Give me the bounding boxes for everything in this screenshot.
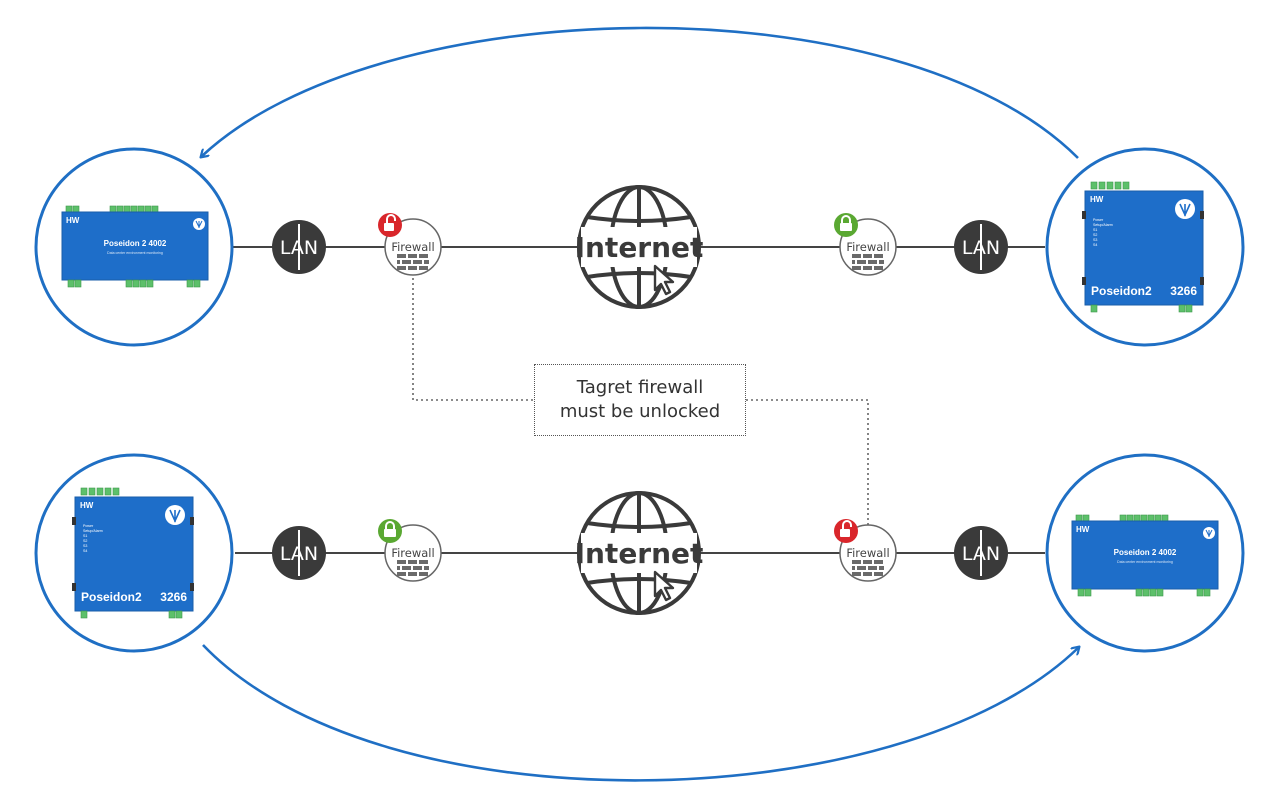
lock-unlocked-icon [377,518,403,544]
svg-text:S2: S2 [83,539,87,543]
firewall-row1-right: Firewall [833,212,897,276]
svg-text:S1: S1 [1093,228,1097,232]
note-line-1: Tagret firewall [576,377,704,398]
poseidon-3266-device: HW Power Setup/Alarm S1 S2 S3 S4 Poseido… [72,487,194,619]
device-circle-top-left: HW Poseidon 2 4002 Data center environme… [34,147,234,347]
poseidon-3266-device: HW Power Setup/Alarm S1 S2 S3 S4 Poseido… [1082,181,1204,313]
poseidon-4002-device: HW Poseidon 2 4002 Data center environme… [61,205,209,288]
svg-text:S4: S4 [83,549,87,553]
lock-locked-icon [833,518,859,544]
svg-text:Power: Power [83,524,94,528]
firewall-label: Firewall [846,240,889,254]
brand-logo: HW [66,216,80,225]
device-title: Poseidon 2 4002 [104,239,167,248]
svg-text:Setup/Alarm: Setup/Alarm [1093,223,1113,227]
device-model: 3266 [1170,284,1197,298]
internet-node-row1: Internet [575,185,704,309]
svg-text:Power: Power [1093,218,1104,222]
device-name: Poseidon2 [81,590,142,604]
note-connector-left [412,278,534,401]
device-title: Poseidon 2 4002 [1114,548,1177,557]
top-arrow-arc [202,26,1079,159]
lan-node-row1-right: LAN [954,220,1008,274]
poseidon-4002-device: HW Poseidon 2 4002 Data center environme… [1071,514,1219,597]
firewall-label: Firewall [846,546,889,560]
lan-node-row2-right: LAN [954,526,1008,580]
internet-node-row2: Internet [575,491,704,615]
firewall-row2-right: Firewall [833,518,897,582]
internet-label: Internet [575,231,704,264]
svg-text:S1: S1 [83,534,87,538]
lan-node-row2-left: LAN [272,526,326,580]
note-connector-right [746,399,869,527]
firewall-row2-left: Firewall [377,518,442,582]
brand-logo: HW [80,501,94,510]
lock-unlocked-icon [833,212,859,238]
lan-label: LAN [280,237,318,259]
device-subtitle: Data center environment monitoring [107,251,163,255]
device-circle-bottom-right: HW Poseidon 2 4002 Data center environme… [1045,453,1245,653]
lan-label: LAN [280,543,318,565]
firewall-label: Firewall [391,240,434,254]
svg-text:S4: S4 [1093,243,1097,247]
firewall-label: Firewall [391,546,434,560]
lan-label: LAN [962,543,1000,565]
device-model: 3266 [160,590,187,604]
device-subtitle: Data center environment monitoring [1117,560,1173,564]
firewall-note: Tagret firewall must be unlocked [534,364,746,436]
svg-text:Setup/Alarm: Setup/Alarm [83,529,103,533]
device-name: Poseidon2 [1091,284,1152,298]
device-circle-bottom-left: HW Power Setup/Alarm S1 S2 S3 S4 Poseido… [34,453,234,653]
firewall-row1-left: Firewall [377,212,442,276]
note-line-2: must be unlocked [559,401,721,422]
internet-label: Internet [575,537,704,570]
svg-text:S3: S3 [83,544,87,548]
lan-node-row1-left: LAN [272,220,326,274]
lock-locked-icon [377,212,403,238]
svg-text:S3: S3 [1093,238,1097,242]
bottom-arrow-arc [202,644,1078,782]
svg-text:S2: S2 [1093,233,1097,237]
brand-logo: HW [1076,525,1090,534]
brand-logo: HW [1090,195,1104,204]
device-circle-top-right: HW Power Setup/Alarm S1 S2 S3 S4 Poseido… [1045,147,1245,347]
lan-label: LAN [962,237,1000,259]
